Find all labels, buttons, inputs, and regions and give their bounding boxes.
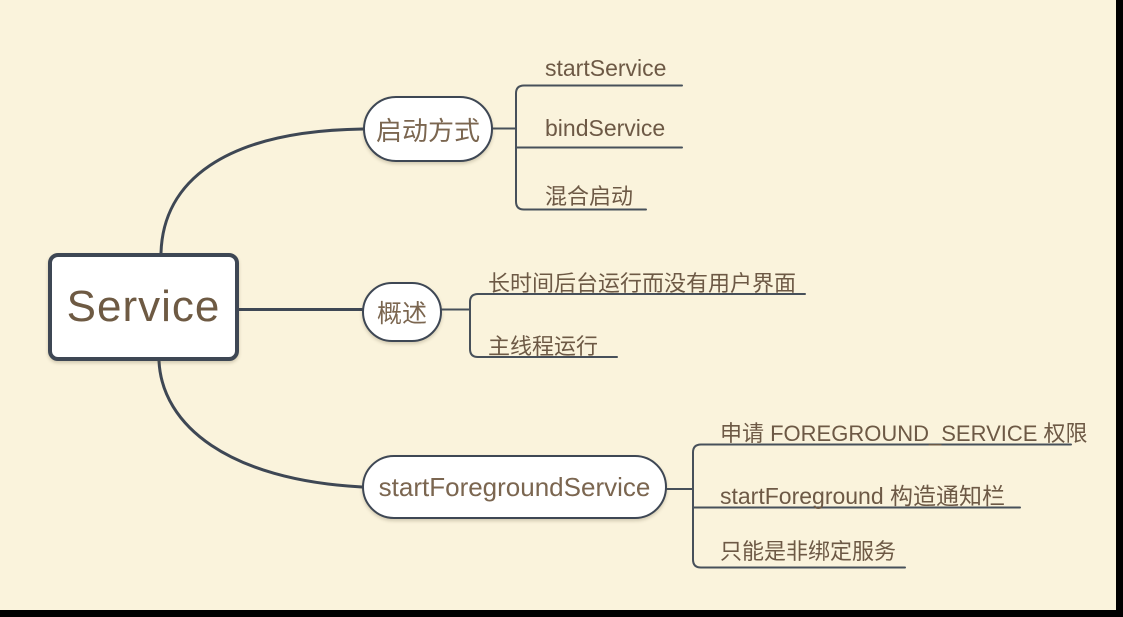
branch2-bracket xyxy=(441,293,806,358)
leaf-unbound-service-only[interactable]: 只能是非绑定服务 xyxy=(720,534,896,566)
root-node-label: Service xyxy=(66,282,221,331)
leaf-bind-service[interactable]: bindService xyxy=(545,115,665,142)
leaf-start-service-label: startService xyxy=(545,55,667,81)
leaf-bind-service-label: bindService xyxy=(545,115,666,141)
leaf-main-thread-label: 主线程运行 xyxy=(488,334,599,359)
leaf-foreground-service-permission[interactable]: 申请 FOREGROUND_SERVICE 权限 xyxy=(720,416,1088,448)
leaf-start-service[interactable]: startService xyxy=(545,55,666,82)
leaf-main-thread[interactable]: 主线程运行 xyxy=(488,329,598,361)
topic-startup-methods[interactable]: 启动方式 xyxy=(363,96,493,162)
root-node-service[interactable]: Service xyxy=(48,253,239,361)
topic-startup-methods-label: 启动方式 xyxy=(375,115,480,146)
root-branch-curves xyxy=(157,127,365,489)
leaf-background-no-ui[interactable]: 长时间后台运行而没有用户界面 xyxy=(488,266,796,298)
leaf-start-foreground-notification-label: startForeground 构造通知栏 xyxy=(720,483,1006,509)
leaf-foreground-service-permission-label: 申请 FOREGROUND_SERVICE 权限 xyxy=(720,421,1088,446)
branch1-bracket xyxy=(492,84,683,211)
topic-overview-label: 概述 xyxy=(376,300,427,328)
leaf-unbound-service-only-label: 只能是非绑定服务 xyxy=(720,539,897,564)
topic-overview[interactable]: 概述 xyxy=(362,282,442,342)
leaf-mixed-start-label: 混合启动 xyxy=(545,184,634,209)
leaf-background-no-ui-label: 长时间后台运行而没有用户界面 xyxy=(488,271,797,296)
topic-start-foreground-service-label: startForegroundService xyxy=(378,471,651,502)
branch3-bracket xyxy=(666,443,1072,569)
leaf-start-foreground-notification[interactable]: startForeground 构造通知栏 xyxy=(720,477,1005,511)
topic-start-foreground-service[interactable]: startForegroundService xyxy=(362,455,667,519)
leaf-mixed-start[interactable]: 混合启动 xyxy=(545,179,633,211)
